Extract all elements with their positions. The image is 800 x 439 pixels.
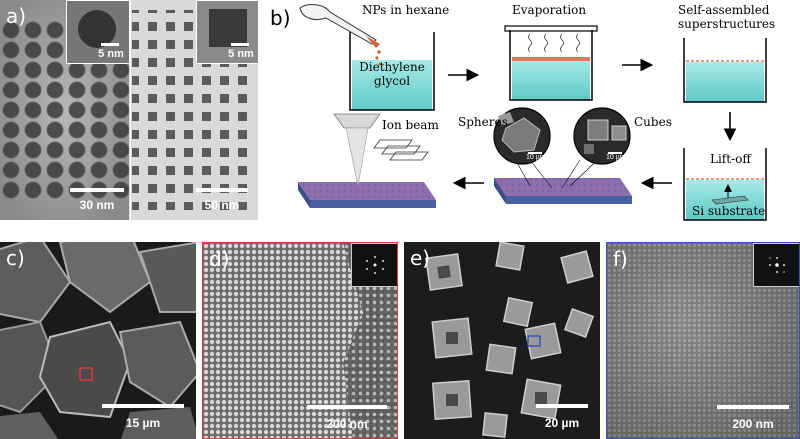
panel-c-image — [0, 242, 196, 439]
panel-a: a) 5 nm 5 nm 30 nm 50 nm — [0, 0, 258, 220]
panel-a-inset-left: 5 nm — [66, 0, 130, 64]
panel-e-label: e) — [410, 246, 431, 270]
spheres-inset-scale-label: 10 µm — [526, 154, 546, 161]
panel-b-label: b) — [270, 6, 291, 30]
panel-c-label: c) — [6, 246, 25, 270]
ion-beam-label: Ion beam — [382, 118, 439, 132]
beaker-1 — [299, 4, 435, 111]
panel-c-scale-bar — [102, 404, 184, 408]
step4-label: Lift-off — [710, 152, 751, 166]
panel-d-fft-inset — [351, 243, 397, 287]
panel-e-scale-label: 20 µm — [544, 416, 580, 430]
panel-f-scale-bar — [717, 405, 789, 409]
panel-f: f) 200 nm — [606, 242, 800, 439]
panel-e-image — [404, 242, 600, 439]
panel-c-scale-label: 15 µm — [125, 416, 161, 430]
panel-a-left-scale-label: 30 nm — [79, 198, 115, 212]
inset-left-scale-bar — [101, 43, 119, 46]
cubes-label: Cubes — [634, 115, 672, 129]
panel-a-label: a) — [6, 4, 27, 28]
step2-label: Evaporation — [512, 3, 587, 17]
panel-a-right-scale-bar — [196, 188, 248, 192]
step1-label: NPs in hexane — [362, 3, 450, 17]
beaker-4 — [683, 148, 767, 221]
spheres-label: Spheres — [458, 115, 508, 129]
spheres-inset — [493, 107, 551, 165]
panel-d-scale-label: 200 nm — [326, 417, 368, 431]
step1-liquid-label: Diethylene glycol — [359, 60, 425, 88]
panel-f-label: f) — [613, 247, 628, 271]
panel-a-right-scale-label: 50 nm — [204, 198, 240, 212]
substrate-middle — [494, 149, 632, 204]
inset-left-scale-label: 5 nm — [98, 48, 124, 60]
step3-label-line2: superstructures — [678, 17, 776, 31]
panel-f-fft-inset — [753, 243, 799, 287]
panel-d-scale-bar — [307, 405, 387, 409]
step4-substrate-label: Si substrate — [692, 204, 766, 218]
panel-e: e) 20 µm — [404, 242, 600, 439]
beaker-2 — [504, 25, 598, 101]
panel-d: d) 200 nm — [202, 242, 398, 439]
inset-right-scale-label: 5 nm — [228, 48, 254, 60]
panel-c: c) 15 µm — [0, 242, 196, 439]
beaker-3 — [683, 38, 767, 103]
panel-a-inset-right: 5 nm — [196, 0, 258, 64]
panel-f-scale-label: 200 nm — [732, 417, 774, 431]
panel-d-label: d) — [209, 247, 230, 271]
cubes-inset — [573, 107, 631, 165]
panel-a-left-scale-bar — [70, 188, 124, 192]
inset-right-scale-bar — [231, 43, 249, 46]
panel-b-schematic — [298, 4, 767, 221]
panel-e-scale-bar — [536, 404, 588, 408]
cubes-inset-scale-label: 10 µm — [606, 154, 626, 161]
panel-b: b) — [262, 0, 800, 225]
ion-beam-setup — [298, 113, 436, 208]
step3-label-line1: Self-assembled — [678, 3, 770, 17]
